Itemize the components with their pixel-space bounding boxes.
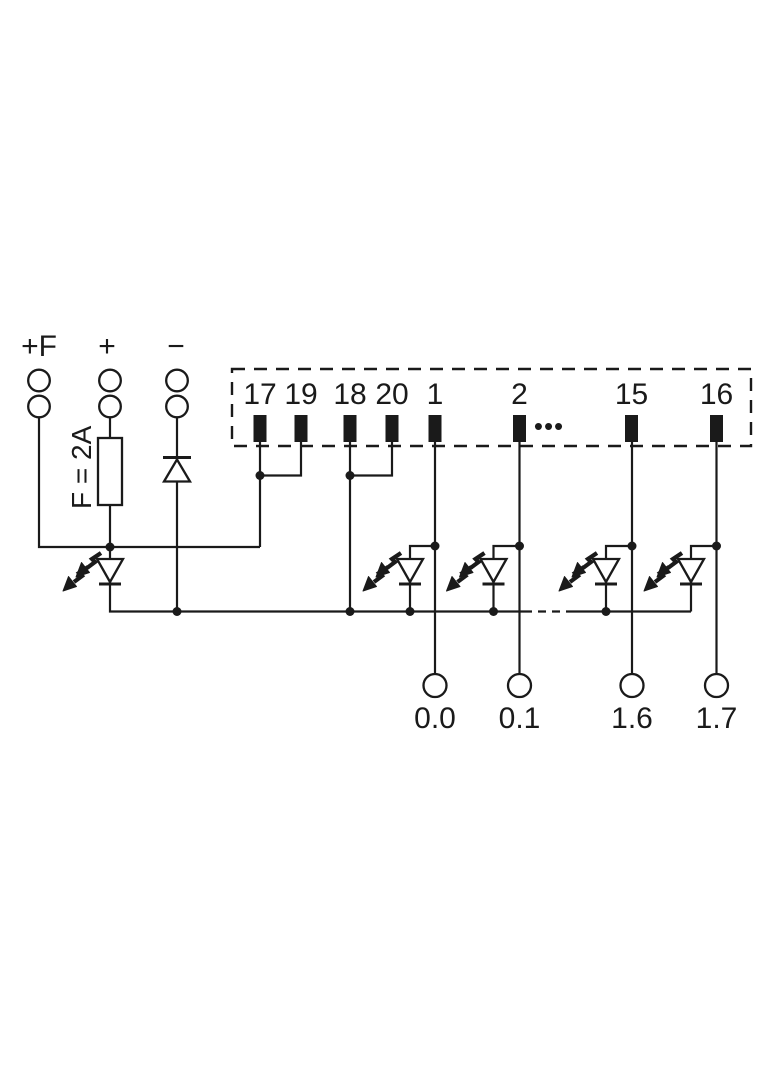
terminal-plusf [27,394,51,419]
pin-15 [625,415,638,442]
connector-outline [230,367,753,448]
wires [37,417,718,674]
junction-dot [601,607,611,616]
output-label-0-0: 0.0 [414,702,456,735]
terminal-plusf [27,368,51,393]
pin-16 [710,415,723,442]
pin-label-20: 20 [375,378,408,411]
junction-dot [712,541,721,551]
light-emission-arrow-icon [447,567,472,591]
channel-led-symbol [363,553,425,591]
pin-label-1: 1 [427,378,444,411]
light-emission-arrow-icon [363,567,388,591]
output-terminal-1-7 [703,672,730,699]
junction-dot [172,607,182,616]
pin-19 [294,415,308,442]
pin-label-15: 15 [615,378,648,411]
terminal-plus [98,394,122,419]
pin-label-18: 18 [333,378,366,411]
wire-led-branch-15 [604,544,632,612]
connector-pins [253,415,723,442]
wire-plusf-rail [37,417,260,549]
junction-dot [515,541,524,551]
led-symbols [63,553,706,591]
terminal-minus [165,368,189,393]
pin-1 [428,415,442,442]
junction-dots [105,471,721,616]
pin-label-2: 2 [511,378,528,411]
terminals [27,368,730,699]
pin-label-17: 17 [243,378,276,411]
junction-dot [255,471,265,480]
output-terminal-0-1 [506,672,533,699]
output-label-0-1: 0.1 [499,702,541,735]
labels: +F + − 17 19 18 20 1 2 15 16 ••• F = 2A … [21,330,737,735]
pin-2 [513,415,526,442]
light-emission-arrow-icon [559,567,584,591]
wire-pin20 [350,442,394,477]
power-led-symbol [63,553,125,591]
terminal-minus [165,394,189,419]
wire-pin19 [260,442,303,477]
output-label-1-7: 1.7 [696,702,738,735]
pin-18 [343,415,357,442]
diode-symbol [161,456,193,483]
pin-17 [253,415,267,442]
junction-dot [430,541,440,551]
junction-dot [105,542,115,552]
channel-led-symbol [644,553,706,591]
output-label-1-6: 1.6 [611,702,653,735]
fuse-label: F = 2A [66,425,97,509]
terminal-label-plus: + [98,330,116,363]
output-terminal-0-0 [422,672,448,699]
junction-dot [627,541,637,551]
junction-dot [489,607,498,616]
junction-dot [345,607,355,616]
wire-led-branch-2 [492,544,520,612]
output-terminal-1-6 [619,672,645,699]
light-emission-arrow-icon [63,567,88,591]
fuse-symbol [96,436,124,507]
wire-led-branch-16 [689,544,717,612]
junction-dot [405,607,415,616]
terminal-label-minus: − [167,330,185,363]
pin-20 [385,415,399,442]
terminal-label-plusf: +F [21,330,57,363]
channel-led-symbol [559,553,621,591]
pin-label-16: 16 [700,378,733,411]
pin-label-19: 19 [284,378,317,411]
junction-dot [345,471,355,480]
channel-led-symbol [447,553,509,591]
terminal-plus [98,368,122,393]
ellipsis-icon: ••• [534,411,564,441]
wire-led-branch-1 [408,544,435,612]
light-emission-arrow-icon [644,567,669,591]
